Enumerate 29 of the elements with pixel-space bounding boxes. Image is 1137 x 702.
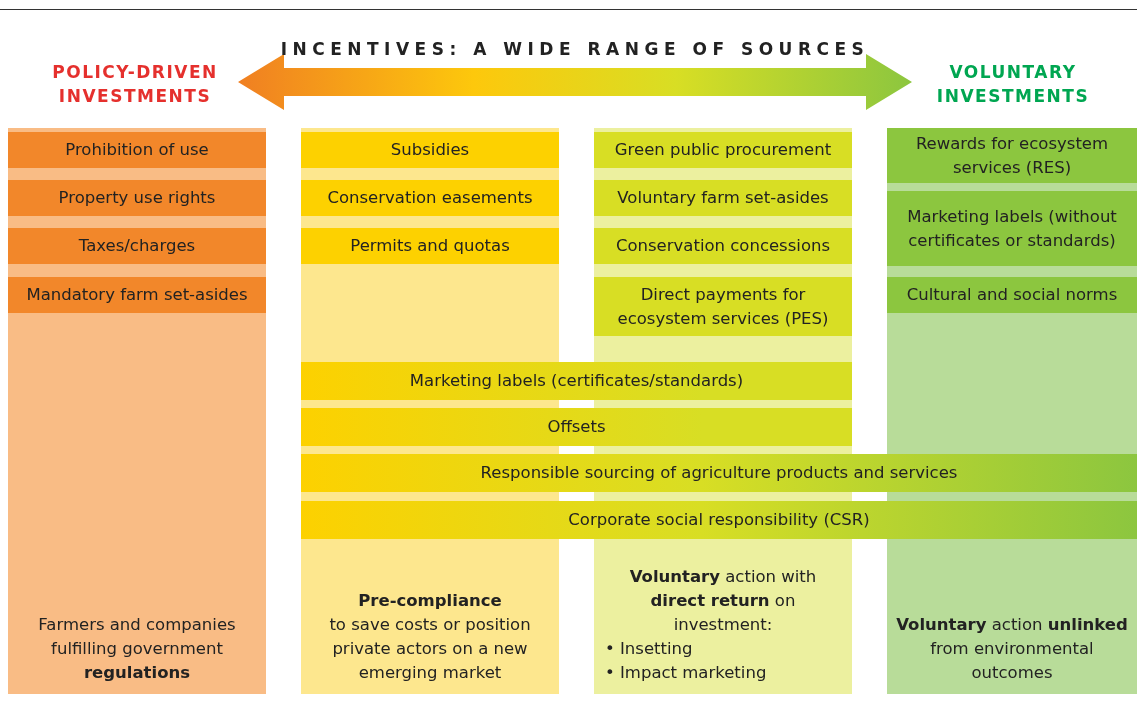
incentive-box: Taxes/charges [8, 228, 266, 264]
description-text: Voluntary action unlinked from environmental outcomes [895, 614, 1129, 684]
description-text: • Insetting [605, 638, 694, 660]
incentive-box: Offsets [301, 408, 852, 446]
column-heading: VOLUNTARY INVESTMENTS [935, 61, 1091, 108]
incentive-box: Prohibition of use [8, 132, 266, 168]
incentive-box: Corporate social responsibility (CSR) [301, 501, 1137, 539]
description-text: Voluntary action with direct return on investment: [628, 566, 818, 636]
incentive-box: Rewards for ecosystem services (RES) [887, 128, 1137, 183]
incentive-box: Cultural and social norms [887, 277, 1137, 313]
incentive-box: Subsidies [301, 132, 559, 168]
incentive-box: Green public procurement [594, 132, 852, 168]
incentive-box: Marketing labels (without certificates or standards) [887, 191, 1137, 266]
incentive-box: Property use rights [8, 180, 266, 216]
column-band [8, 128, 266, 694]
diagram-title: INCENTIVES: A WIDE RANGE OF SOURCES [279, 38, 871, 60]
incentive-box: Responsible sourcing of agriculture products and services [301, 454, 1137, 492]
description-text: Pre-compliance [357, 590, 503, 612]
incentive-box: Conservation concessions [594, 228, 852, 264]
incentive-box: Conservation easements [301, 180, 559, 216]
description-text: to save costs or position private actors on a new emerging market [328, 614, 532, 684]
column-heading: POLICY-DRIVEN INVESTMENTS [51, 61, 219, 108]
description-text: • Impact marketing [605, 662, 768, 684]
description-text: Farmers and companies fulfilling government regulations [37, 614, 237, 684]
incentive-box: Permits and quotas [301, 228, 559, 264]
incentive-box: Voluntary farm set-asides [594, 180, 852, 216]
incentive-box: Marketing labels (certificates/standards) [301, 362, 852, 400]
incentive-box: Direct payments for ecosystem services (PES) [594, 277, 852, 336]
incentive-box: Mandatory farm set-asides [8, 277, 266, 313]
